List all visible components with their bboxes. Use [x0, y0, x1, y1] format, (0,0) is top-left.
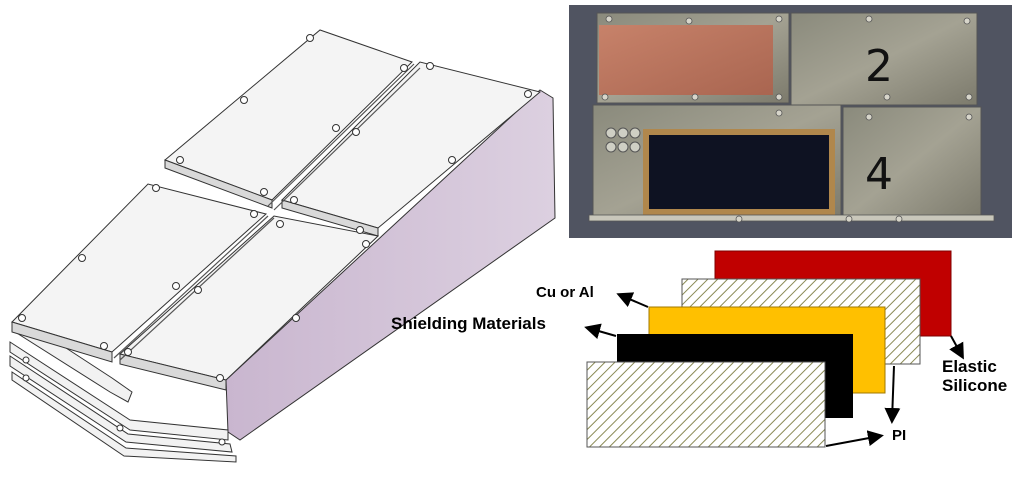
layer-stack-graphic: [584, 250, 964, 448]
cad-isometric-drawing: [9, 29, 556, 463]
label-pi: PI: [892, 427, 907, 444]
metal-plate-4: [842, 106, 982, 220]
screws: [18, 34, 532, 446]
bolt-cluster: [605, 127, 641, 153]
shielding-window: [649, 135, 829, 209]
bottom-rail: [588, 214, 995, 222]
metal-plate-2: [790, 12, 978, 106]
plate-front-left: [11, 183, 268, 363]
label-elastic-silicone: Elastic Silicone: [942, 357, 1008, 395]
pi-layer-front: [586, 361, 826, 448]
photo-rendering: 2 4: [569, 5, 1012, 238]
label-silicone: Silicone: [942, 375, 1008, 395]
prototype-photo: 2 4: [569, 5, 1012, 238]
photo-screws: [601, 15, 973, 223]
plate-seams: [113, 63, 421, 361]
plate-front-right: [118, 215, 380, 391]
plate-number-4: 4: [865, 149, 893, 200]
label-arrows: [584, 292, 964, 447]
copper-sheet: [599, 25, 773, 95]
plate-number-2: 2: [865, 41, 893, 92]
layer-stack-diagram: [380, 240, 1027, 483]
cad-model-view: [9, 29, 556, 463]
plate-back-right: [281, 61, 542, 237]
label-elastic: Elastic: [942, 357, 997, 376]
plate-back-left: [164, 29, 413, 209]
label-cu-or-al: Cu or Al: [536, 284, 594, 301]
label-shielding-materials: Shielding Materials: [391, 314, 546, 333]
